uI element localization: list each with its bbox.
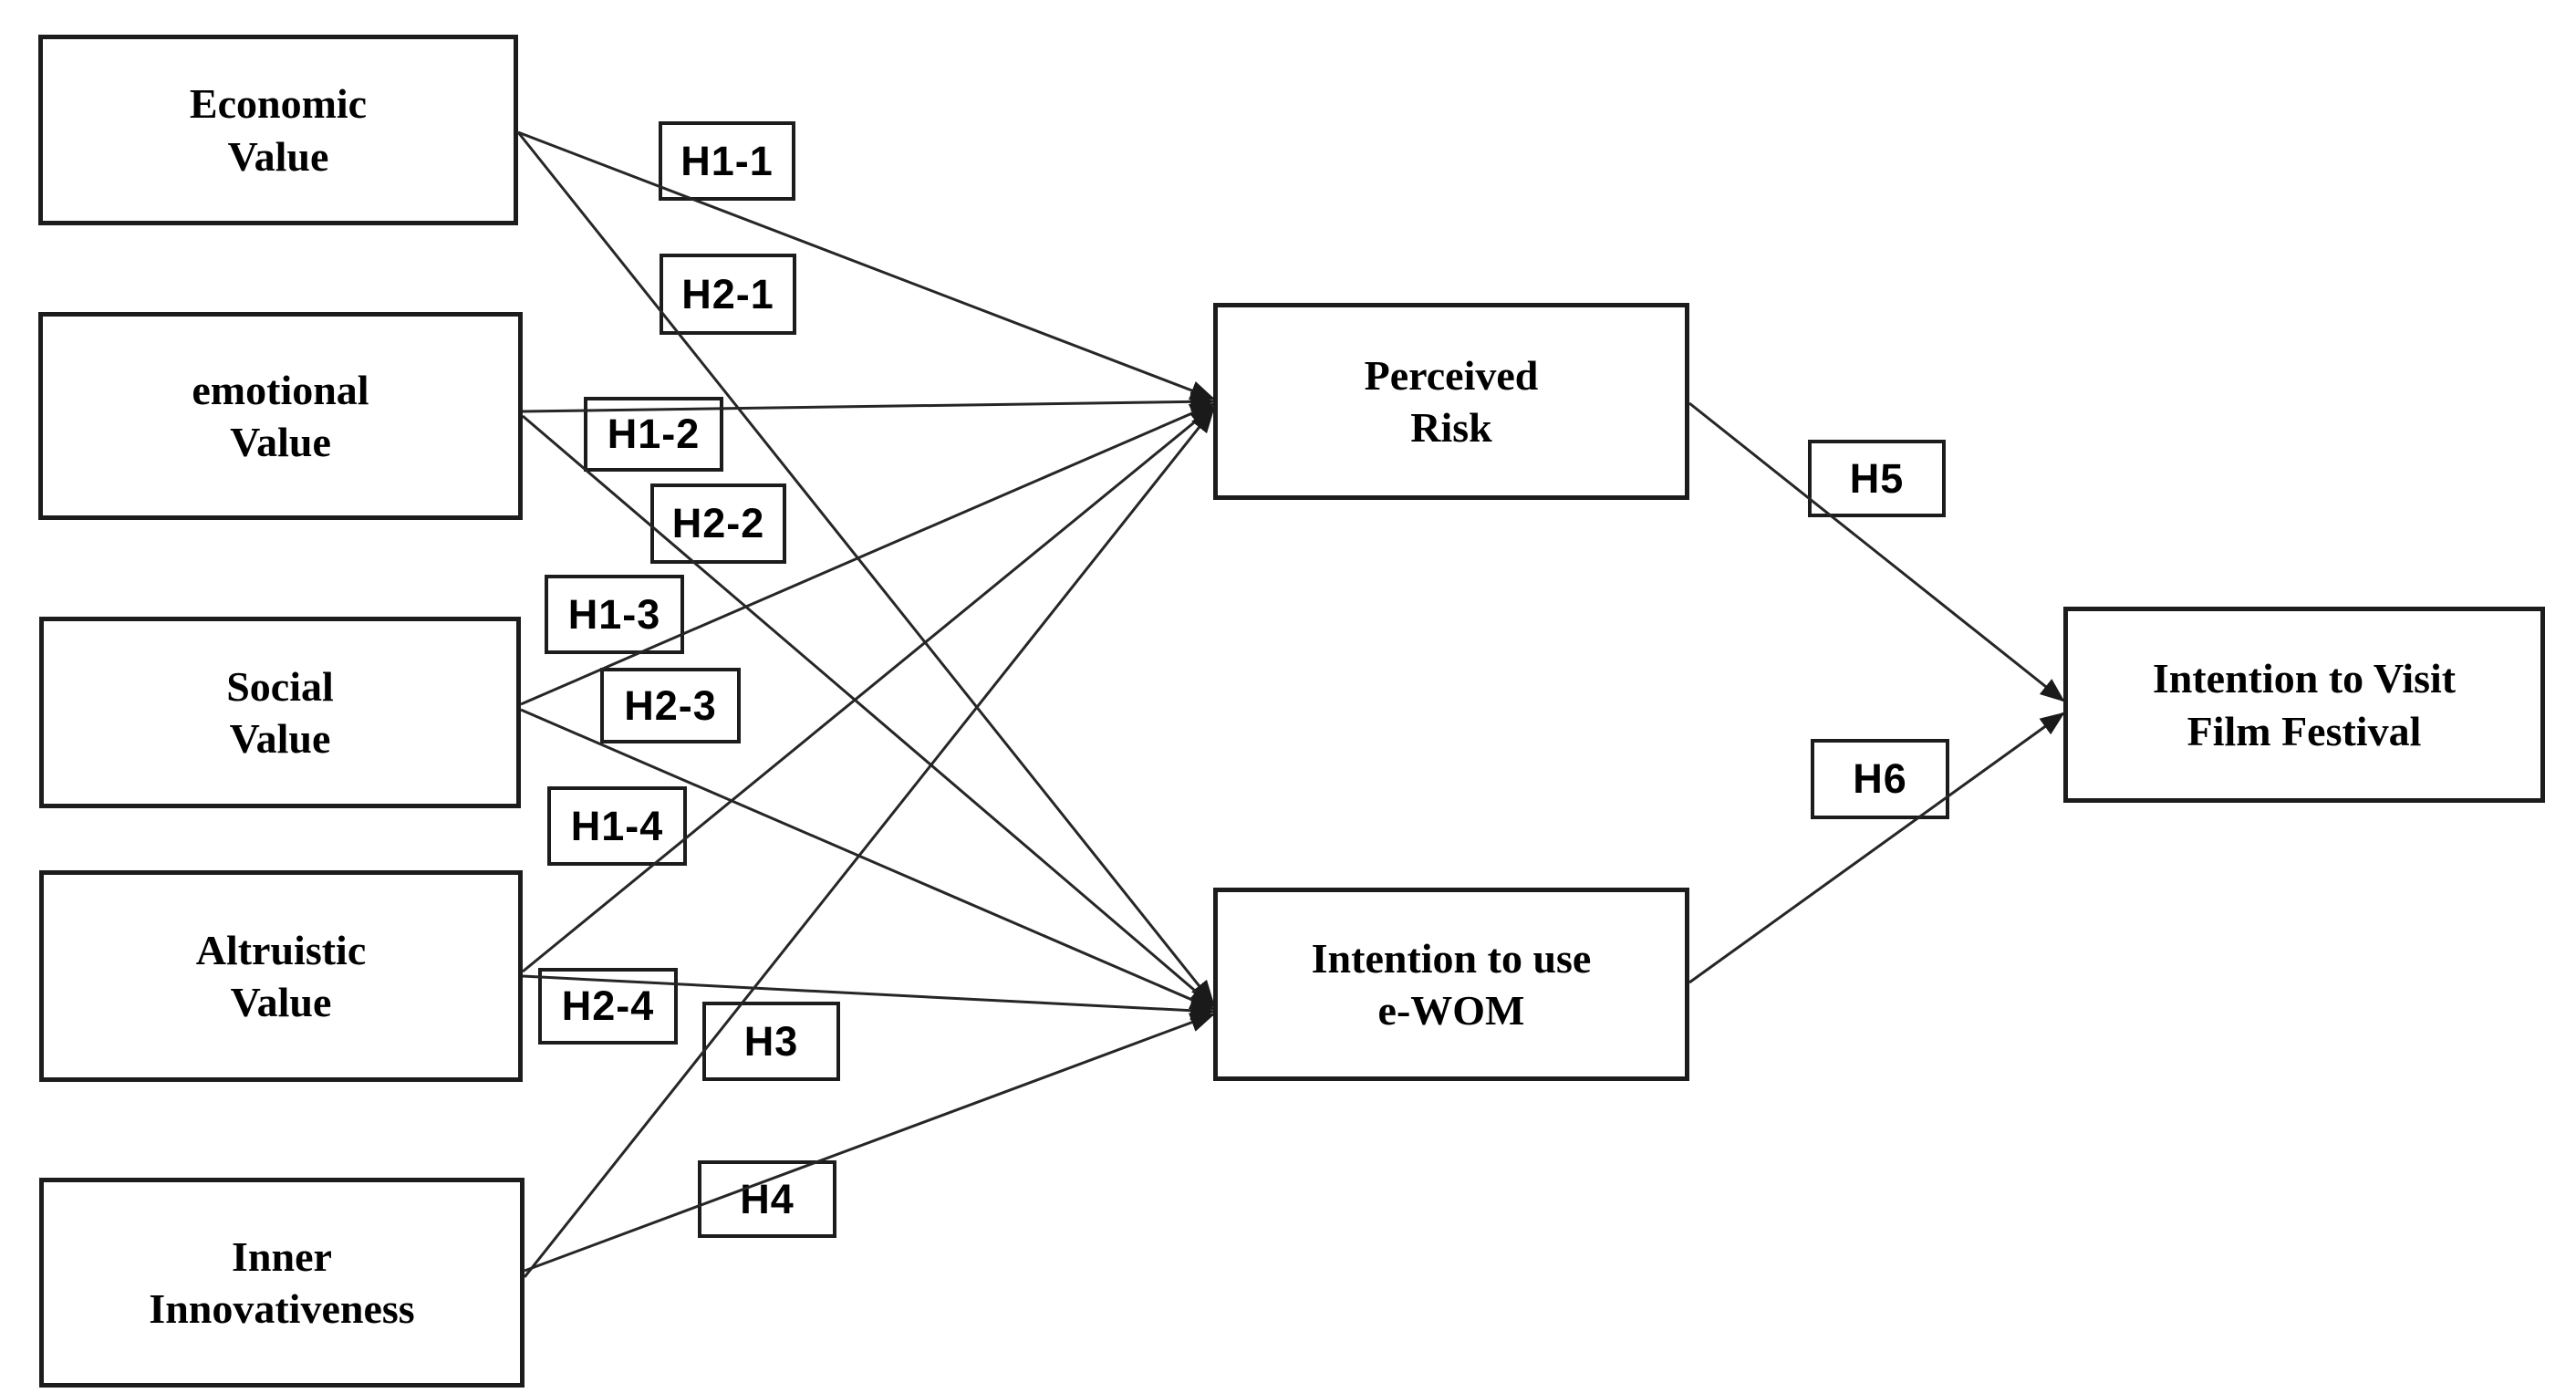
hypothesis-label-h1-3: H1-3 xyxy=(545,575,684,654)
hypothesis-label-h2-3: H2-3 xyxy=(600,668,741,743)
node-social-value: Social Value xyxy=(39,617,521,808)
hypothesis-label-h2-4: H2-4 xyxy=(538,968,678,1045)
hypothesis-label-h3-text: H3 xyxy=(743,1017,799,1065)
hypothesis-label-h2-3-text: H2-3 xyxy=(624,681,717,729)
node-emotional-value: emotional Value xyxy=(38,312,523,520)
hypothesis-label-h5: H5 xyxy=(1808,440,1946,517)
hypothesis-label-h1-2-text: H1-2 xyxy=(607,411,701,457)
hypothesis-label-h1-4: H1-4 xyxy=(547,786,687,866)
hypothesis-label-h2-1-text: H2-1 xyxy=(681,270,774,317)
edge-economic-to-perceived-risk xyxy=(517,130,1216,400)
hypothesis-label-h6: H6 xyxy=(1811,739,1949,819)
hypothesis-label-h1-1: H1-1 xyxy=(659,121,795,201)
node-inner-innovativeness-label: Inner Innovativeness xyxy=(149,1232,415,1333)
hypothesis-label-h1-3-text: H1-3 xyxy=(567,590,661,638)
node-inner-innovativeness: Inner Innovativeness xyxy=(39,1178,525,1388)
node-intention-to-visit-label: Intention to Visit Film Festival xyxy=(2152,655,2457,754)
node-altruistic-value: Altruistic Value xyxy=(39,870,523,1082)
hypothesis-label-h2-2: H2-2 xyxy=(650,483,786,564)
hypothesis-label-h2-2-text: H2-2 xyxy=(671,500,765,546)
hypothesis-label-h6-text: H6 xyxy=(1853,755,1907,802)
node-intention-to-use-ewom-label: Intention to use e-WOM xyxy=(1311,934,1592,1034)
node-perceived-risk: Perceived Risk xyxy=(1213,303,1689,500)
node-altruistic-value-label: Altruistic Value xyxy=(195,926,367,1026)
node-economic-value: Economic Value xyxy=(38,35,518,225)
hypothesis-label-h2-4-text: H2-4 xyxy=(561,982,655,1029)
node-social-value-label: Social Value xyxy=(226,662,334,763)
hypothesis-label-h1-1-text: H1-1 xyxy=(680,137,774,184)
node-perceived-risk-label: Perceived Risk xyxy=(1364,351,1539,452)
hypothesis-label-h5-text: H5 xyxy=(1849,454,1905,502)
edge-economic-to-ewom xyxy=(516,131,1215,1005)
node-economic-value-label: Economic Value xyxy=(189,80,368,180)
edge-inner-to-ewom xyxy=(524,1013,1216,1273)
node-emotional-value-label: emotional Value xyxy=(192,366,369,466)
node-intention-to-visit: Intention to Visit Film Festival xyxy=(2063,607,2545,803)
hypothesis-label-h4-text: H4 xyxy=(740,1175,795,1222)
hypothesis-label-h1-4-text: H1-4 xyxy=(570,802,664,849)
hypothesis-label-h1-2: H1-2 xyxy=(584,397,723,472)
hypothesis-label-h2-1: H2-1 xyxy=(660,254,796,335)
hypothesis-label-h4: H4 xyxy=(698,1160,836,1238)
node-intention-to-use-ewom: Intention to use e-WOM xyxy=(1213,888,1689,1081)
hypothesis-label-h3: H3 xyxy=(702,1002,840,1081)
